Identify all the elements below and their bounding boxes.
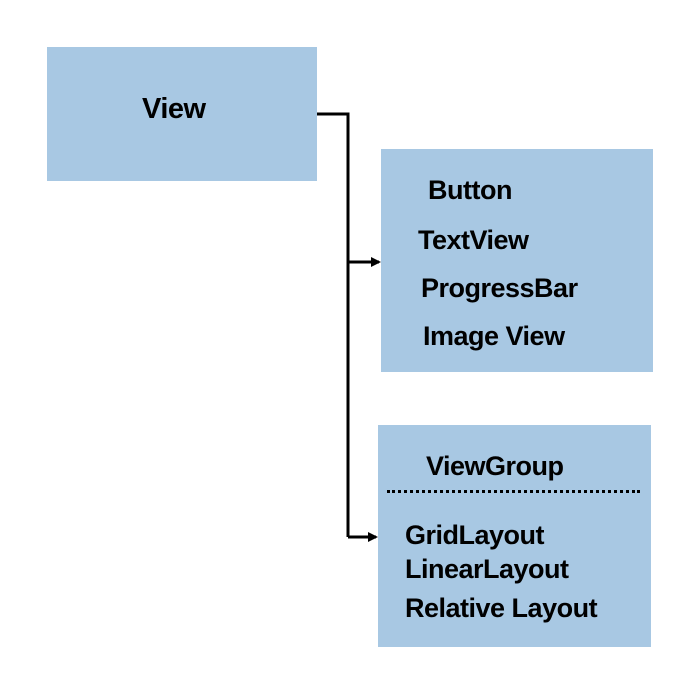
viewgroup-item-relativelayout: Relative Layout xyxy=(405,593,598,623)
connector-trunk xyxy=(317,112,350,537)
viewgroup-divider xyxy=(387,490,640,493)
widget-item-button: Button xyxy=(428,175,512,205)
viewgroup-item-gridlayout: GridLayout xyxy=(405,520,545,550)
view-label: View xyxy=(142,93,206,125)
widget-item-textview: TextView xyxy=(418,225,529,255)
widget-item-progressbar: ProgressBar xyxy=(421,273,578,303)
viewgroup-box: ViewGroup GridLayout LinearLayout Relati… xyxy=(378,425,651,647)
widgets-box: Button TextView ProgressBar Image View xyxy=(381,149,653,372)
view-box: View xyxy=(47,47,317,181)
widget-item-imageview: Image View xyxy=(423,321,565,351)
viewgroup-title: ViewGroup xyxy=(426,451,564,481)
viewgroup-item-linearlayout: LinearLayout xyxy=(405,554,569,584)
